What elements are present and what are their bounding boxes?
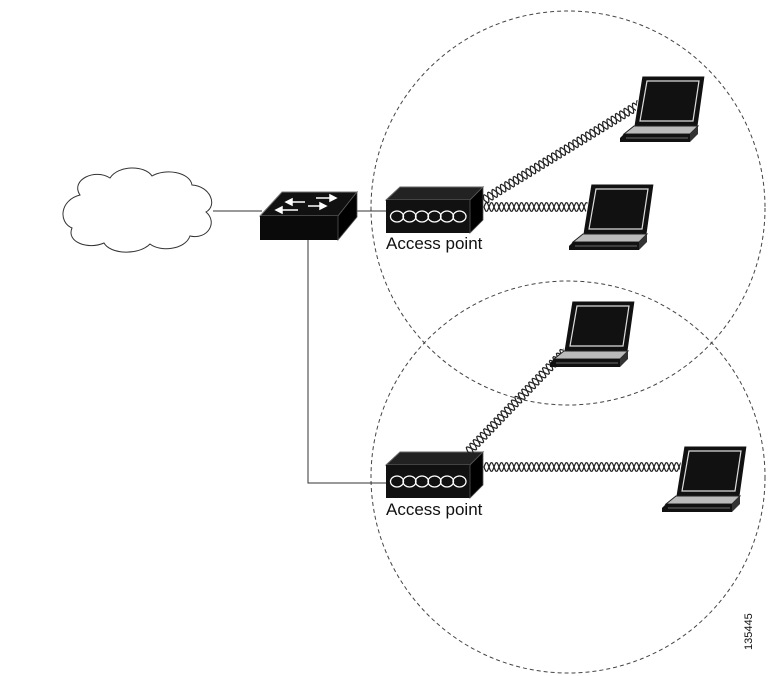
laptop-icon-4 (661, 445, 748, 513)
access-point-1-label: Access point (386, 234, 483, 253)
laptop-icon-3 (549, 300, 636, 368)
coverage-area-1 (370, 10, 766, 406)
wireless-link-icon-1 (483, 102, 643, 204)
wireless-link-icon-1 (482, 99, 639, 201)
switch-icon (258, 190, 359, 242)
access-point-icon-2 (385, 451, 484, 499)
wireless-link-icon-2 (483, 202, 592, 212)
wireless-link-icon-3 (467, 348, 568, 455)
access-point-2-label: Access point (386, 500, 483, 519)
coverage-area-2 (370, 280, 766, 674)
signal-loop (452, 475, 467, 488)
figure-id: 135445 (743, 613, 755, 650)
wireless-link-icon-4 (483, 462, 687, 472)
signal-loop (452, 210, 467, 223)
switch-ap2-link (307, 238, 386, 484)
laptop-icon-2 (568, 183, 655, 251)
cloud-icon (62, 167, 213, 253)
wireless-link-icon-3 (465, 348, 568, 453)
wireless-link-icon-4 (483, 462, 687, 472)
access-point-icon-1 (385, 186, 484, 234)
